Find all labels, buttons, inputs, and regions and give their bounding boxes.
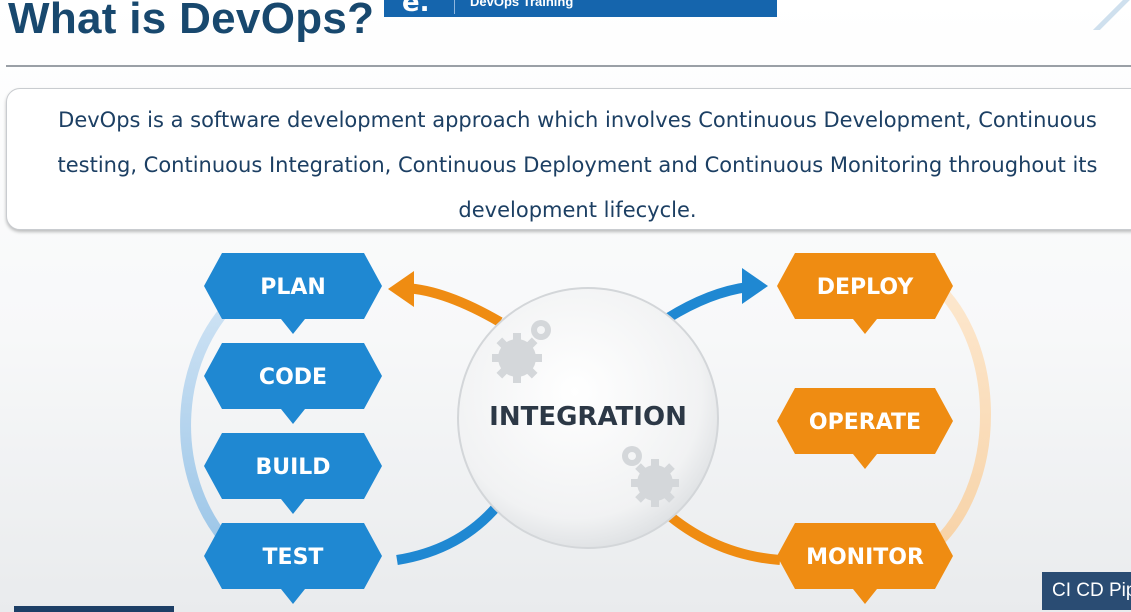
brand-logo: e. [402,0,430,17]
banner-divider [454,0,455,14]
corner-decoration [1091,0,1131,30]
definition-box [6,88,1131,230]
brand-banner: e. DevOps Training [384,0,777,17]
arrow-right-icon [742,268,768,304]
stage-label: MONITOR [806,545,924,570]
arrow-to-plan [404,283,503,327]
stage-label: BUILD [255,455,330,480]
stage-build: BUILD [204,433,382,514]
stage-code: CODE [204,343,382,424]
stage-label: PLAN [260,275,326,300]
arrow-from-test [396,501,502,565]
next-topic-tag[interactable]: CI CD Pip [1042,572,1131,610]
title-divider [6,65,1131,67]
gears-icon-bottom [622,446,679,507]
stage-label: DEPLOY [817,275,915,300]
stage-label: CODE [259,365,327,390]
stage-label: TEST [263,545,324,570]
stage-label: OPERATE [809,410,921,435]
stage-monitor: MONITOR [777,523,953,604]
left-cycle-ring [180,290,244,544]
course-title: DevOps Training [470,0,574,9]
right-cycle-ring [926,275,991,550]
arrow-to-monitor [661,508,781,565]
arrow-to-deploy [665,282,749,323]
arrow-left-icon [388,271,414,307]
page-title: What is DevOps? [8,0,375,43]
stage-operate: OPERATE [777,388,953,469]
center-label: INTEGRATION [489,402,687,432]
stage-test: TEST [204,523,382,604]
definition-text: DevOps is a software development approac… [57,108,1098,222]
bottom-accent-bar [14,606,174,612]
stage-plan: PLAN [204,253,382,334]
gears-icon-top [492,320,551,383]
stage-deploy: DEPLOY [777,253,953,334]
